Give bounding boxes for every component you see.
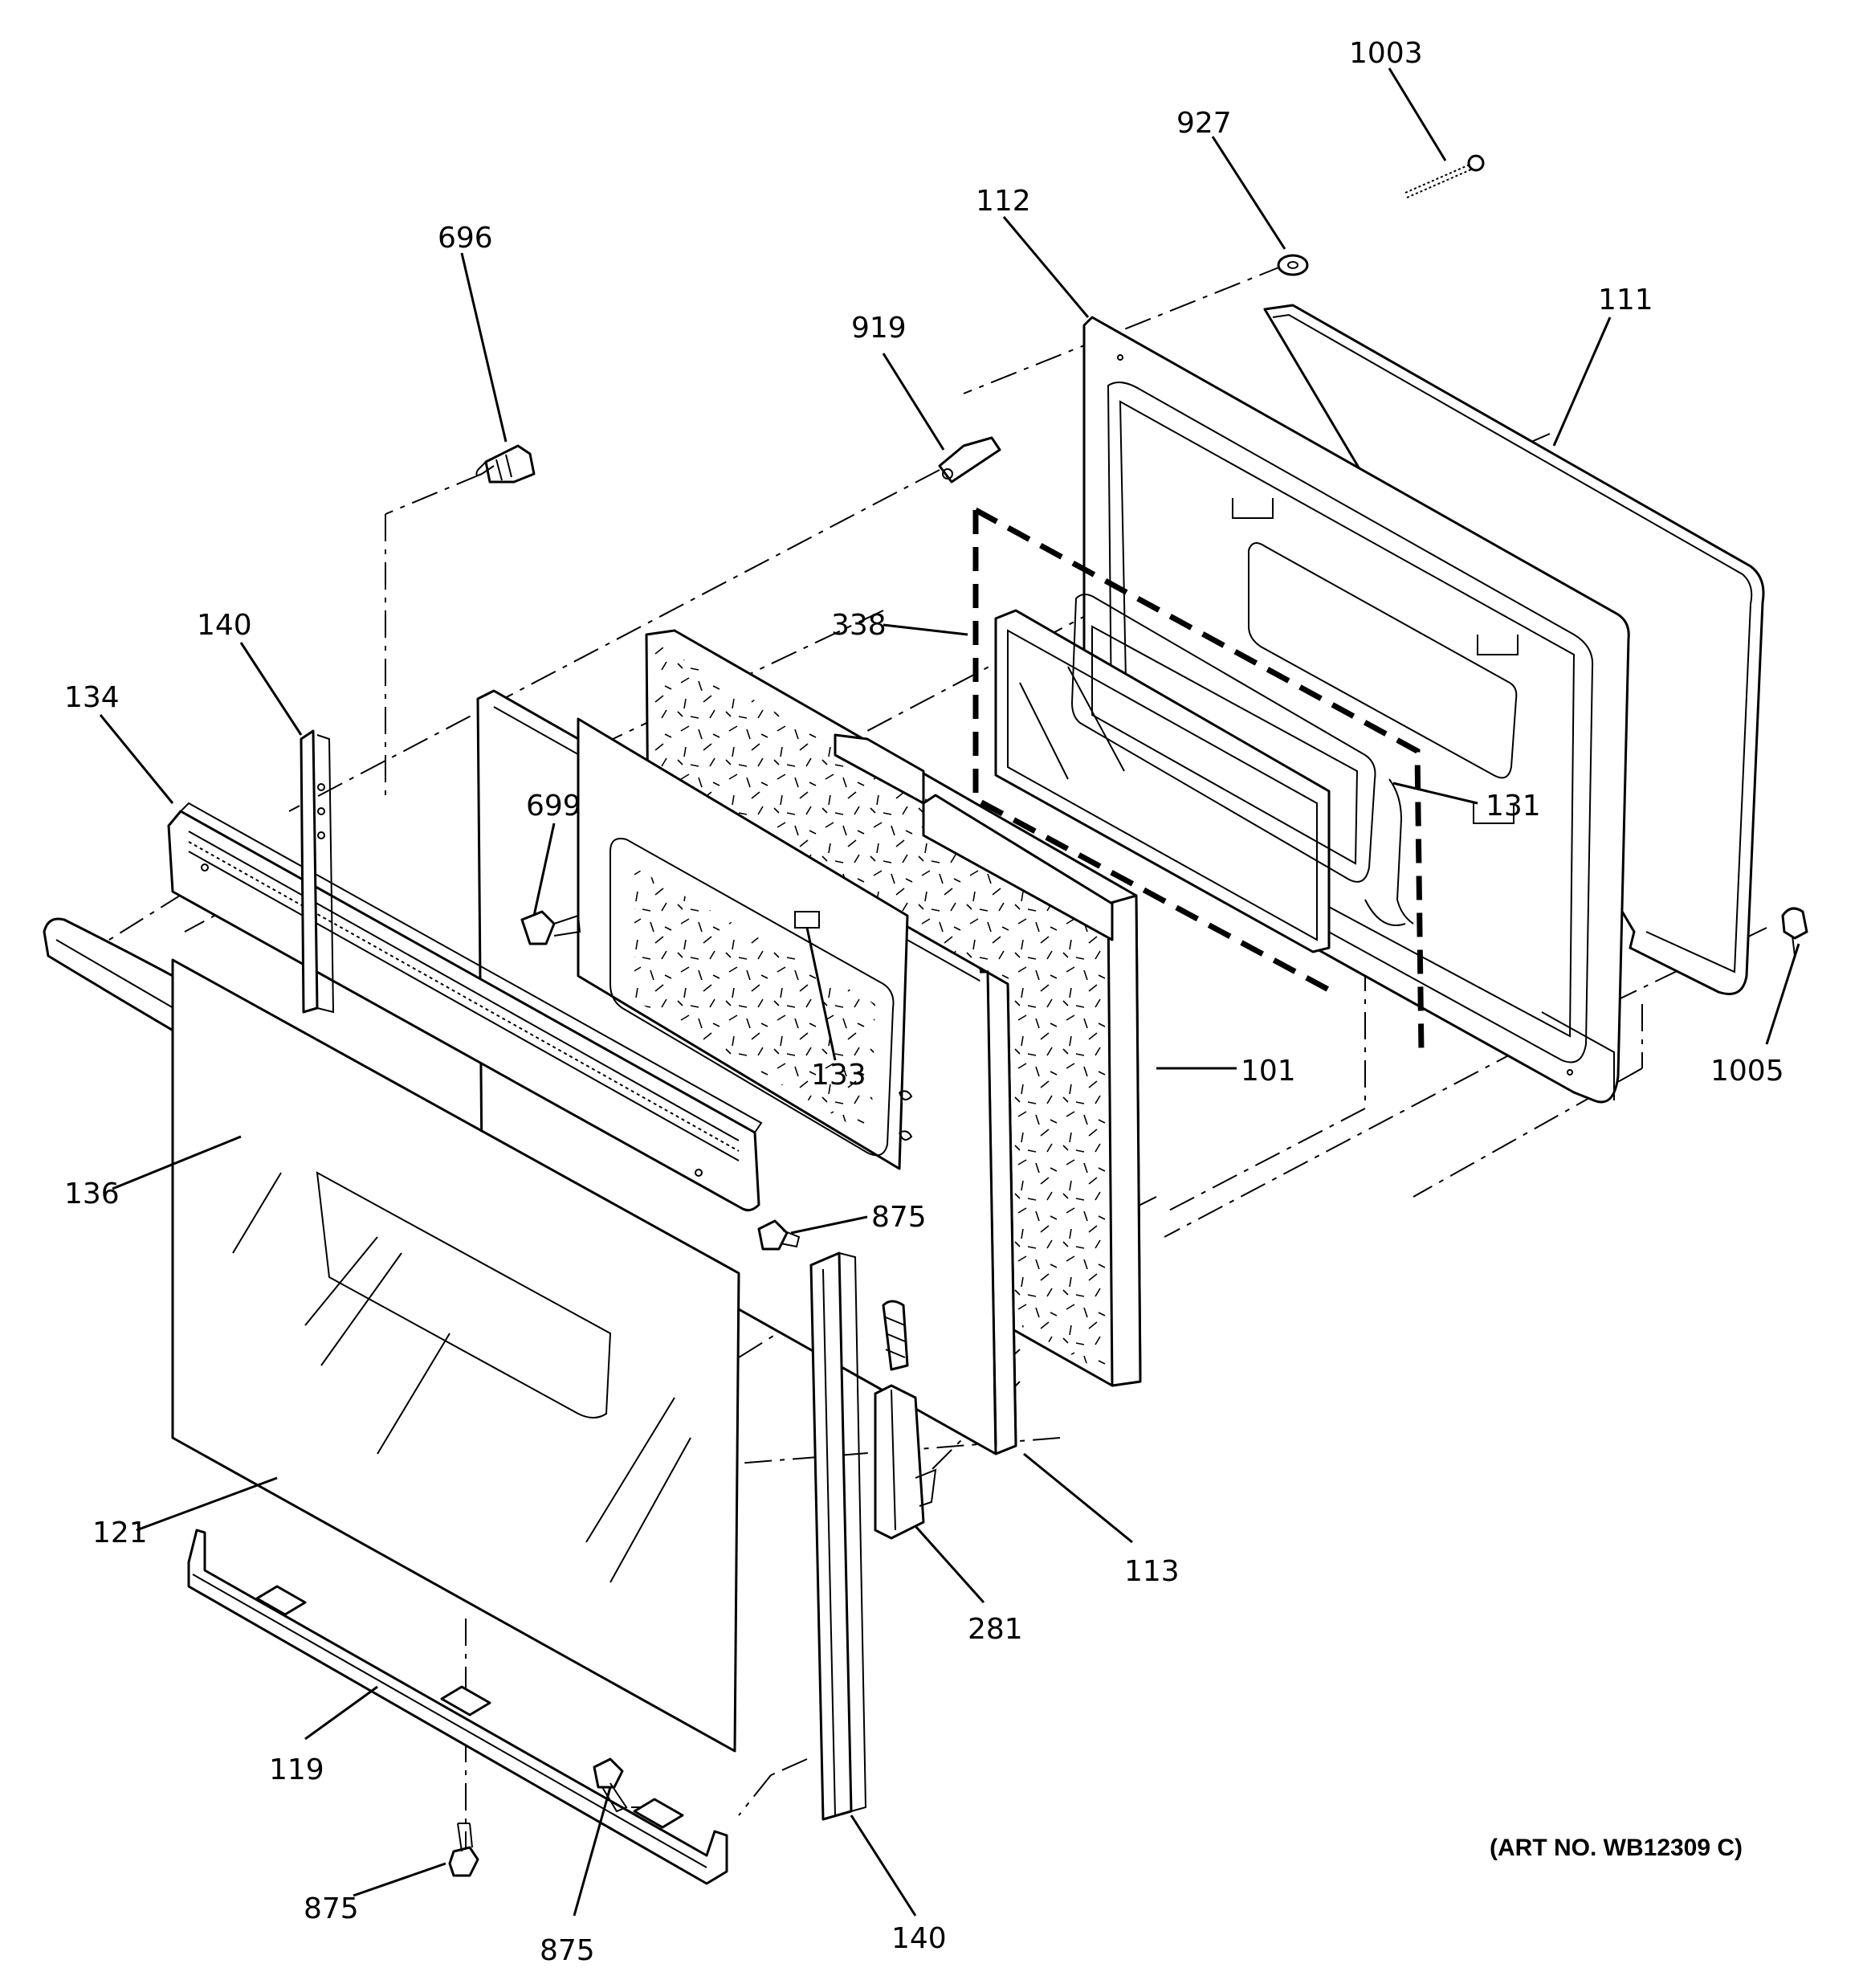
plug-919	[938, 436, 1001, 484]
callout-121: 121	[92, 1517, 148, 1549]
callout-112: 112	[976, 185, 1031, 218]
callout-875-mid: 875	[871, 1201, 927, 1234]
inner-window-pack-338	[994, 594, 1376, 953]
washer-927	[1277, 254, 1309, 276]
callout-111: 111	[1598, 284, 1653, 316]
callout-119: 119	[269, 1753, 324, 1786]
hinge-clip	[1232, 498, 1519, 824]
callout-136: 136	[64, 1178, 120, 1210]
callout-140-bottom: 140	[891, 1922, 947, 1955]
outer-glass-door-121	[171, 958, 740, 1753]
callout-131: 131	[1486, 790, 1541, 823]
callout-927: 927	[1176, 107, 1232, 140]
screw-875-mid	[757, 1219, 801, 1251]
leader-lines	[99, 67, 1800, 1917]
callout-696: 696	[438, 222, 493, 255]
callout-113: 113	[1124, 1555, 1180, 1588]
door-side-trim-140-top	[300, 729, 335, 1014]
screw-696	[475, 444, 536, 484]
callout-281: 281	[968, 1613, 1023, 1646]
callout-133: 133	[811, 1059, 866, 1092]
window-gasket-131	[1364, 778, 1414, 926]
door-hinge-281	[874, 1300, 937, 1540]
callout-875-bottom: 875	[540, 1934, 595, 1967]
door-side-trim-140-bottom	[809, 1251, 867, 1821]
callout-134: 134	[64, 681, 120, 714]
screw-1005	[1781, 907, 1808, 957]
callout-labels: 1003 927 112 111 919 696 338 140 134 699…	[64, 37, 1784, 1967]
callout-919: 919	[851, 312, 907, 345]
callout-699: 699	[526, 790, 581, 823]
callout-1003: 1003	[1349, 37, 1423, 70]
screw-875-left	[448, 1823, 479, 1877]
screw-699	[520, 910, 581, 945]
callout-140-top: 140	[197, 609, 252, 642]
callout-101: 101	[1241, 1055, 1296, 1088]
inner-door-panel-113	[476, 689, 1017, 1455]
door-liner-frame-112	[1082, 316, 1630, 1104]
art-number: (ART NO. WB12309 C)	[1490, 1835, 1743, 1861]
callout-338: 338	[831, 609, 887, 642]
callout-1005: 1005	[1710, 1055, 1784, 1088]
callout-875-left: 875	[304, 1892, 359, 1925]
screw-875-bottom	[593, 1757, 628, 1813]
bottom-door-bracket-119	[187, 1529, 728, 1885]
screw-1003	[1404, 154, 1485, 198]
